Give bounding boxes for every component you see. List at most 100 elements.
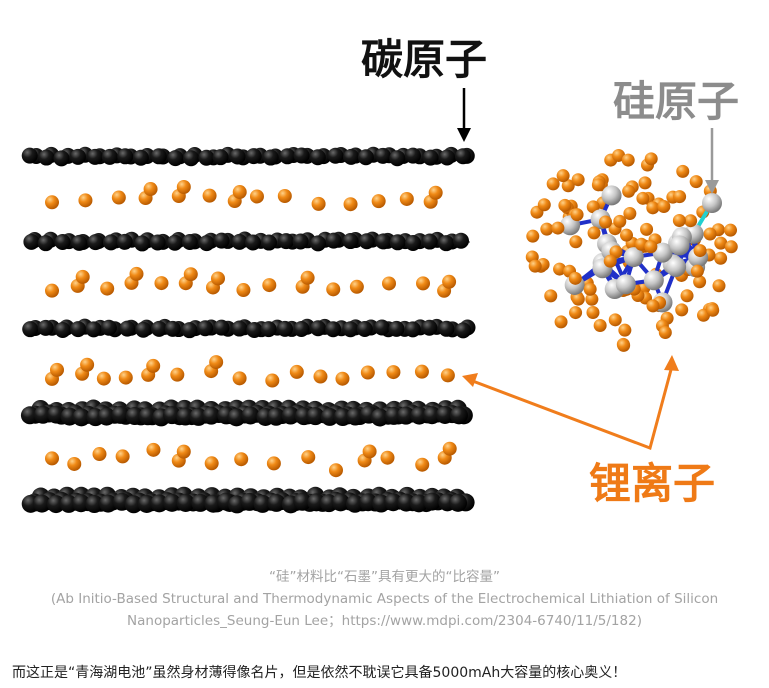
silicon-atom [669,235,690,256]
lithium-ion [115,449,130,464]
lithium-ion [675,303,689,317]
lithium-ion [236,283,251,298]
carbon-atom [261,234,278,251]
carbon-atom [85,321,102,338]
lithium-ion [100,281,115,296]
lithium-ion [640,222,654,236]
carbon-atom [370,408,389,427]
carbon-atom [149,234,166,251]
lithium-ion [587,226,601,240]
lithium-ion [569,235,583,249]
carbon-atom [231,320,248,337]
lithium-ion [277,189,292,204]
lithium-ion [712,279,726,293]
lithium-ion [622,184,636,198]
carbon-atom [292,233,309,250]
carbon-atom [229,148,246,165]
lithium-ion [183,267,198,282]
carbon-atom [331,493,350,512]
lithium-ion [714,251,728,265]
carbon-atom [202,406,221,425]
lithium-ion [265,373,280,388]
lithium-ion [399,191,414,206]
lithium-ion [80,357,95,372]
carbon-atom [197,320,214,337]
carbon-atom [54,233,71,250]
carbon-atom [327,147,344,164]
graphite-silicon-lithium-diagram: 碳原子 硅原子 锂离子 [20,35,739,514]
lithium-ion [706,303,720,317]
carbon-atom [37,235,54,252]
lithium-ion [289,364,304,379]
lithium-ion [75,269,90,284]
lithium-ion [442,274,457,289]
carbon-atom [116,233,133,250]
lithium-ion [586,305,600,319]
carbon-atom-label: 碳原子 [361,35,487,84]
carbon-atom [404,321,421,338]
carbon-atom [213,319,230,336]
carbon-atom [99,494,118,513]
lithium-ion [313,369,328,384]
lithium-ion [343,197,358,212]
lithium-ion [609,245,623,259]
carbon-atom [101,148,118,165]
lithium-ion [381,276,396,291]
carbon-atom [244,234,261,251]
lithium-ion [146,442,161,457]
carbon-atom [150,148,167,165]
carbon-atom [342,321,359,338]
carbon-atom [384,493,403,512]
carbon-atom [111,405,130,424]
silicon-atom [643,270,664,291]
lithium-ion [111,190,126,205]
lithium-ion [143,182,158,197]
carbon-atom [267,407,286,426]
carbon-atom [37,319,54,336]
carbon-atom [125,407,144,426]
lithium-ion [657,199,671,213]
lithium-ion [680,289,694,303]
carbon-atom [278,233,295,250]
carbon-atom [389,234,406,251]
lithium-ion [644,240,658,254]
lithium-ion [553,262,567,276]
carbon-atom [191,493,210,512]
lithium-ion [326,282,341,297]
lithium-ion [540,222,554,236]
carbon-atom [38,149,55,166]
carbon-atom [281,406,300,425]
carbon-atom [438,320,455,337]
lithium-ion [301,450,316,465]
carbon-atom [449,493,468,512]
lithium-ion [612,148,626,162]
lithium-ion [646,201,660,215]
lithium-ion [45,195,59,210]
lithium-ion [583,282,597,296]
lithium-ion [92,447,107,462]
lithium-ion [724,223,738,237]
carbon-arrow [457,88,471,142]
carbon-atom [72,408,91,427]
lithium-ion [67,456,82,471]
carbon-atom [374,147,391,164]
carbon-atom [439,149,456,166]
carbon-atom [343,148,360,165]
lithium-ion [249,189,264,204]
carbon-atom [396,406,415,425]
lithium-ion [335,371,350,386]
lithium-ion [571,173,585,187]
carbon-atom [181,234,198,251]
carbon-atom [357,149,374,166]
lithium-ion [568,271,582,285]
lithium-ion [371,194,386,209]
lithium-ion [613,214,627,228]
carbon-atom [276,320,293,337]
lithium-ion [599,215,613,229]
lithium-ion [561,179,575,193]
carbon-atom [85,495,104,514]
lithium-ion-label: 锂离子 [589,459,715,508]
caption-source-line1: (Ab Initio-Based Structural and Thermody… [50,591,719,607]
carbon-atom [183,150,200,167]
carbon-atom [32,494,51,513]
